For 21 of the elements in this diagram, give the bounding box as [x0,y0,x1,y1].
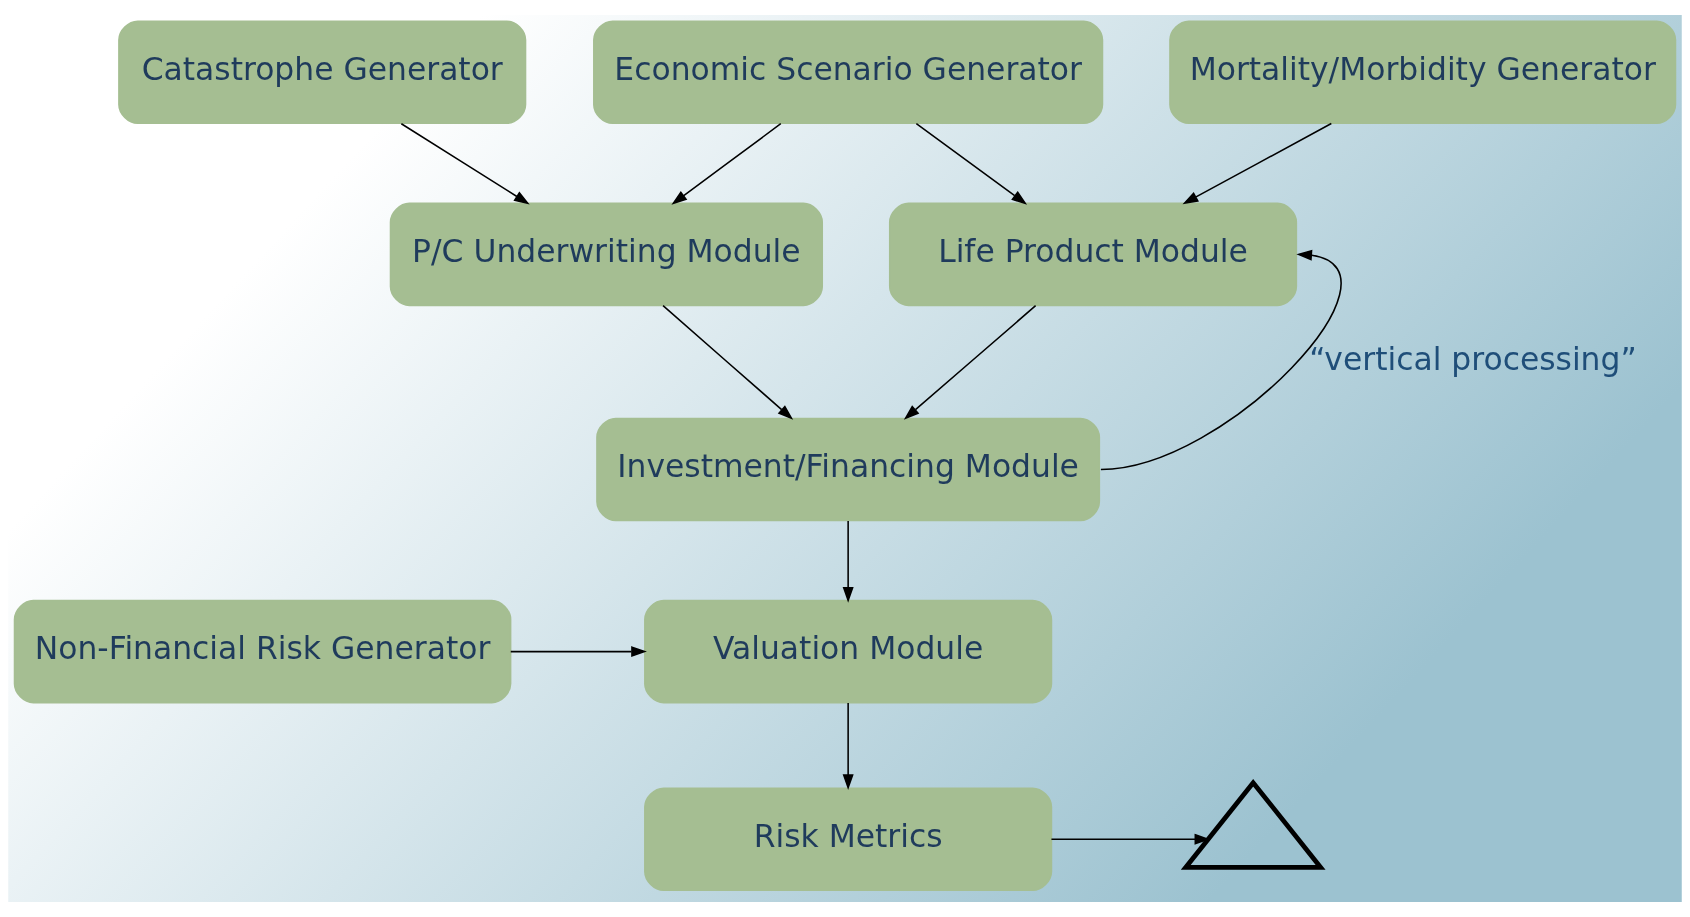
arrow [842,702,854,791]
node-box: Risk Metrics [644,787,1053,891]
node-box: Non-Financial Risk Generator [13,599,512,704]
edge-label: “vertical processing” [1309,340,1637,377]
node-curve [1180,778,1326,870]
node-box: P/C Underwriting Module [389,202,824,307]
arrow [915,122,1028,205]
node-box: Catastrophe Generator [118,20,527,125]
node-box: Investment/Financing Module [596,417,1101,522]
arrow [1100,249,1342,471]
node-box: Mortality/Morbidity Generator [1169,20,1677,125]
arrow [662,304,794,420]
arrow [400,122,530,205]
arrow [509,646,647,658]
node-box: Economic Scenario Generator [593,20,1104,125]
node-box: Life Product Module [888,202,1298,307]
arrow [903,304,1037,420]
arrow [1182,122,1333,205]
arrow [671,122,782,205]
node-box: Valuation Module [644,599,1053,704]
arrow [842,520,854,603]
